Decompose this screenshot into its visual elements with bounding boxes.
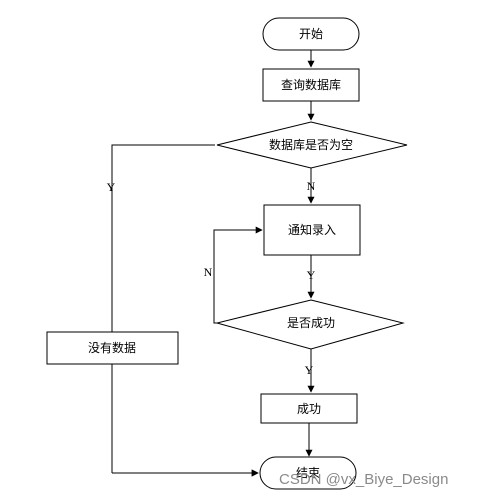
node-start-label: 开始 bbox=[299, 27, 323, 41]
node-end: 结束 bbox=[259, 456, 357, 490]
node-query-db-label: 查询数据库 bbox=[281, 77, 341, 92]
edge-labels: Y N Y N Y bbox=[107, 179, 316, 377]
edge-label-notify-yes: Y bbox=[307, 268, 316, 282]
node-no-data: 没有数据 bbox=[46, 331, 179, 365]
edge-label-success-yes: Y bbox=[305, 363, 314, 377]
node-success-label: 成功 bbox=[297, 402, 321, 416]
node-db-empty-label: 数据库是否为空 bbox=[269, 137, 353, 152]
node-is-success-decision: 是否成功 bbox=[215, 299, 405, 350]
node-is-success-label: 是否成功 bbox=[287, 316, 335, 330]
node-notify-entry: 通知录入 bbox=[263, 204, 361, 256]
edge-retry-loop bbox=[213, 226, 263, 324]
node-start: 开始 bbox=[262, 17, 360, 51]
node-no-data-label: 没有数据 bbox=[88, 340, 136, 355]
edge-empty-to-end bbox=[111, 144, 258, 473]
edge-label-retry-no: N bbox=[204, 265, 213, 279]
edge-label-db-empty-yes: Y bbox=[107, 180, 116, 194]
node-notify-entry-label: 通知录入 bbox=[288, 223, 336, 237]
node-end-label: 结束 bbox=[296, 466, 320, 480]
node-db-empty-decision: 数据库是否为空 bbox=[216, 121, 408, 169]
watermark: CSDN @vx_Biye_Design bbox=[279, 471, 448, 488]
node-query-db: 查询数据库 bbox=[262, 68, 360, 102]
node-success: 成功 bbox=[260, 393, 358, 424]
edge-label-db-empty-no: N bbox=[307, 179, 316, 193]
